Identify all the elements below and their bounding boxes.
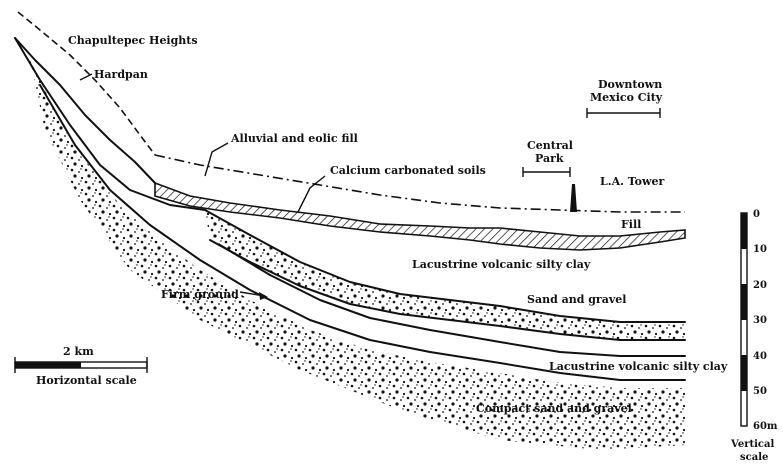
vertical-tick-60: 60m — [753, 421, 778, 432]
firm-ground-label: Firm ground — [161, 288, 239, 301]
la-tower-label: L.A. Tower — [600, 175, 664, 188]
central-park-bracket — [523, 167, 570, 177]
calcium-label: Calcium carbonated soils — [330, 164, 486, 177]
vertical-scale-caption-2: scale — [740, 452, 768, 463]
sand-gravel-label: Sand and gravel — [527, 293, 626, 306]
vertical-tick-10: 10 — [753, 244, 767, 255]
compact-sand-label: Compact sand and gravel — [476, 402, 632, 415]
downtown-bracket — [587, 108, 660, 118]
vertical-tick-50: 50 — [753, 386, 767, 397]
la-tower — [570, 184, 577, 212]
lacustrine-upper-label: Lacustrine volcanic silty clay — [412, 258, 591, 271]
alluvial-label: Alluvial and eolic fill — [230, 132, 358, 145]
vertical-scale-caption-1: Vertical — [730, 439, 774, 450]
vertical-tick-0: 0 — [753, 209, 760, 220]
lacustrine-lower-label: Lacustrine volcanic silty clay — [549, 360, 728, 373]
central-park-label-2: Park — [535, 152, 564, 165]
downtown-label-1: Downtown — [598, 78, 662, 91]
horizontal-scale: 2 km Horizontal scale — [15, 345, 147, 387]
vertical-tick-20: 20 — [753, 280, 767, 291]
hardpan-label: Hardpan — [94, 68, 148, 81]
alluvial-leader — [205, 143, 228, 176]
vertical-tick-40: 40 — [753, 351, 767, 362]
compact-sand-gravel-layer — [30, 60, 685, 450]
vertical-tick-30: 30 — [753, 315, 767, 326]
hardpan-leader — [80, 74, 92, 80]
horizontal-scale-caption: Horizontal scale — [36, 374, 137, 387]
downtown-label-2: Mexico City — [590, 91, 663, 104]
central-park-label-1: Central — [527, 139, 573, 152]
horizontal-scale-value: 2 km — [63, 345, 94, 358]
chapultepec-label: Chapultepec Heights — [68, 34, 198, 47]
firm-ground-boundary — [15, 38, 205, 210]
vertical-scale: 0 10 20 30 40 50 60m Vertical scale — [730, 209, 778, 463]
fill-label: Fill — [621, 218, 641, 231]
